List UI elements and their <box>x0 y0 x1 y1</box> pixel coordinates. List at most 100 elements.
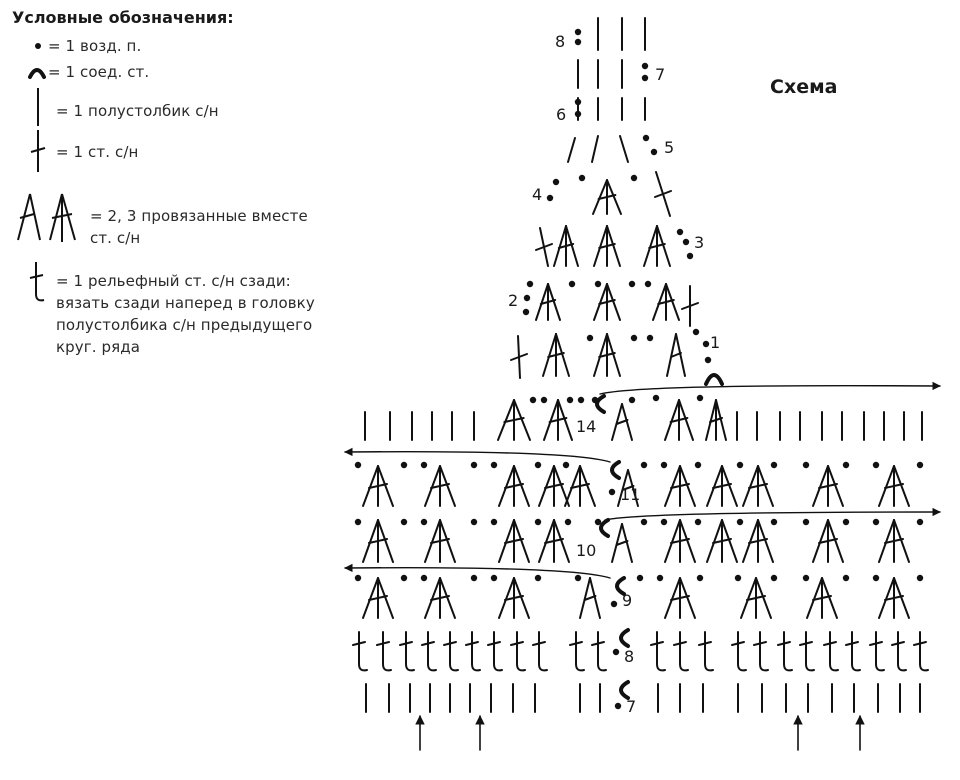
dc-together <box>664 519 696 563</box>
slip-stitch <box>610 460 621 480</box>
dc-together <box>812 465 844 507</box>
chain-stitch <box>400 461 408 469</box>
chain-stitch <box>630 334 638 342</box>
chain-stitch <box>628 280 636 288</box>
chain-stitch <box>534 574 542 582</box>
half-double-crochet <box>591 135 599 163</box>
chain-stitch <box>400 518 408 526</box>
row-number: 8 <box>624 647 634 666</box>
direction-arrow <box>344 563 611 579</box>
chain-stitch <box>540 396 548 404</box>
chain-stitch <box>630 174 638 182</box>
chain-stitch <box>420 518 428 526</box>
chain-stitch <box>628 396 636 404</box>
dc-together <box>617 469 639 507</box>
chain-stitch <box>802 574 810 582</box>
slip-stitch <box>619 680 630 700</box>
dc-together <box>564 465 596 507</box>
chain-stitch <box>644 280 652 288</box>
chain-stitch <box>578 174 586 182</box>
chain-stitch <box>694 518 702 526</box>
legend-item-text: = 1 ст. с/н <box>56 143 139 161</box>
back-post-double-crochet-icon <box>29 262 45 302</box>
scheme-title: Схема <box>770 76 838 98</box>
chain-stitch <box>608 488 616 496</box>
dc-together <box>362 519 394 563</box>
row-number: 9 <box>622 591 632 610</box>
row-number: 1 <box>710 333 720 352</box>
legend-item-text: = 2, 3 провязанные вместе ст. с/н <box>90 207 308 247</box>
chain-stitch <box>770 461 778 469</box>
chain-stitch <box>872 574 880 582</box>
chain-stitch <box>642 134 650 142</box>
chain-stitch <box>523 294 531 302</box>
double-crochet-icon <box>30 130 46 172</box>
dc-together <box>593 225 621 267</box>
direction-arrow <box>599 381 941 395</box>
dc-together <box>543 399 573 441</box>
dc-together <box>740 577 772 619</box>
chain-stitch <box>660 461 668 469</box>
chain-stitch <box>842 518 850 526</box>
dc-together <box>742 519 774 563</box>
chain-stitch <box>736 518 744 526</box>
double-crochet <box>535 227 553 267</box>
back-post-double-crochet <box>352 631 368 672</box>
dc-together <box>664 577 696 619</box>
chain-stitch <box>676 228 684 236</box>
dc-together <box>498 465 530 507</box>
chain-stitch <box>354 518 362 526</box>
chain-stitch <box>692 328 700 336</box>
double-crochet <box>681 285 699 327</box>
dc-together <box>498 519 530 563</box>
chain-stitch <box>594 280 602 288</box>
back-post-double-crochet <box>443 631 459 672</box>
direction-arrow <box>344 447 611 463</box>
row-number: 8 <box>555 32 565 51</box>
chain-stitch <box>574 574 582 582</box>
chain-stitch <box>529 396 537 404</box>
row-number: 14 <box>576 417 596 436</box>
back-post-double-crochet <box>845 631 861 672</box>
dc-together <box>878 465 910 507</box>
back-post-double-crochet <box>913 631 929 672</box>
chain-stitch <box>686 252 694 260</box>
chain-stitch <box>546 194 554 202</box>
chain-stitch <box>574 38 582 46</box>
dc-together <box>579 577 601 619</box>
chain-stitch <box>610 600 618 608</box>
chain-stitch <box>641 74 649 82</box>
chain-stitch <box>802 461 810 469</box>
chain-stitch <box>574 110 582 118</box>
chain-stitch <box>802 518 810 526</box>
double-crochet <box>510 335 528 379</box>
legend-item-text: = 1 возд. п. <box>48 37 142 55</box>
chain-stitch <box>354 574 362 582</box>
back-post-double-crochet <box>376 631 392 672</box>
back-post-double-crochet <box>399 631 415 672</box>
back-post-double-crochet <box>591 631 607 672</box>
chain-stitch <box>872 461 880 469</box>
dc-together <box>362 577 394 619</box>
dc-together <box>643 225 671 267</box>
chain-stitch <box>564 518 572 526</box>
back-post-double-crochet <box>421 631 437 672</box>
chain-stitch <box>490 574 498 582</box>
dc-together <box>664 399 694 441</box>
back-post-double-crochet <box>891 631 907 672</box>
back-post-double-crochet <box>731 631 747 672</box>
chain-stitch <box>650 148 658 156</box>
chain-stitch <box>682 238 690 246</box>
dc-together <box>535 283 561 321</box>
chain-stitch <box>916 574 924 582</box>
dc-together <box>424 577 456 619</box>
chain-stitch <box>916 461 924 469</box>
back-post-double-crochet <box>510 631 526 672</box>
chain-stitch <box>420 574 428 582</box>
chain-stitch <box>640 461 648 469</box>
chain-stitch <box>490 518 498 526</box>
dc-together <box>424 465 456 507</box>
back-post-double-crochet <box>823 631 839 672</box>
dc-together <box>806 577 838 619</box>
half-double-crochet-icon <box>37 88 39 126</box>
